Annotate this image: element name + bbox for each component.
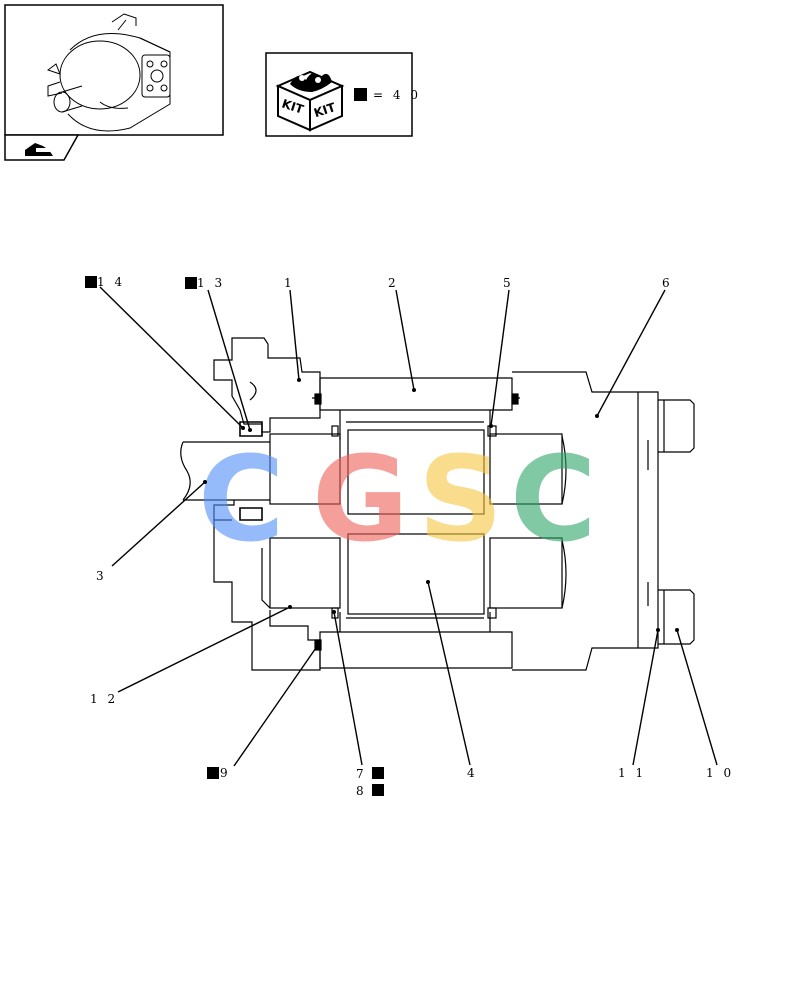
watermark-letter-g: G: [312, 430, 409, 568]
kit-marker-14: [85, 276, 97, 288]
callout-14[interactable]: 1 4: [97, 275, 125, 289]
kit-box-icon: KIT KIT: [275, 70, 345, 132]
callout-13[interactable]: 1 3: [197, 276, 225, 290]
kit-marker-8: [372, 784, 384, 796]
leader-lines: [99, 286, 718, 767]
model-icon[interactable]: [25, 143, 53, 156]
leader-dots: [203, 378, 679, 647]
callout-10[interactable]: 1 0: [706, 766, 734, 780]
callout-7[interactable]: 7: [356, 767, 367, 781]
callout-4[interactable]: 4: [467, 766, 478, 780]
kit-marker-square: [354, 88, 367, 101]
pump-cross-section: [180, 337, 695, 671]
callout-labels: 1 4 1 3 1 2 5 6 3 1 2 9 7 8 4 1 1 1 0: [85, 275, 734, 798]
kit-label-right: KIT: [312, 100, 338, 120]
kit-marker-7: [372, 767, 384, 779]
watermark-letter-c1: C: [198, 430, 285, 568]
thumbnail-panel: [4, 4, 224, 161]
callout-9[interactable]: 9: [220, 766, 231, 780]
watermark-letter-s: S: [418, 430, 503, 568]
kit-marker-9: [207, 767, 219, 779]
callout-1[interactable]: 1: [284, 276, 295, 290]
watermark: C G S C: [198, 430, 597, 568]
callout-2[interactable]: 2: [388, 276, 399, 290]
callout-11[interactable]: 1 1: [618, 766, 646, 780]
callout-5[interactable]: 5: [503, 276, 514, 290]
callout-12[interactable]: 1 2: [90, 692, 118, 706]
callout-3[interactable]: 3: [96, 569, 107, 583]
kit-equals-value: = 4 0: [373, 88, 421, 102]
callout-6[interactable]: 6: [662, 276, 673, 290]
callout-8[interactable]: 8: [356, 784, 367, 798]
pump-thumbnail-icon: [46, 13, 171, 132]
kit-legend: KIT KIT = 4 0: [265, 52, 421, 137]
kit-label-left: KIT: [280, 97, 306, 117]
watermark-letter-c2: C: [510, 430, 597, 568]
kit-marker-13: [185, 277, 197, 289]
